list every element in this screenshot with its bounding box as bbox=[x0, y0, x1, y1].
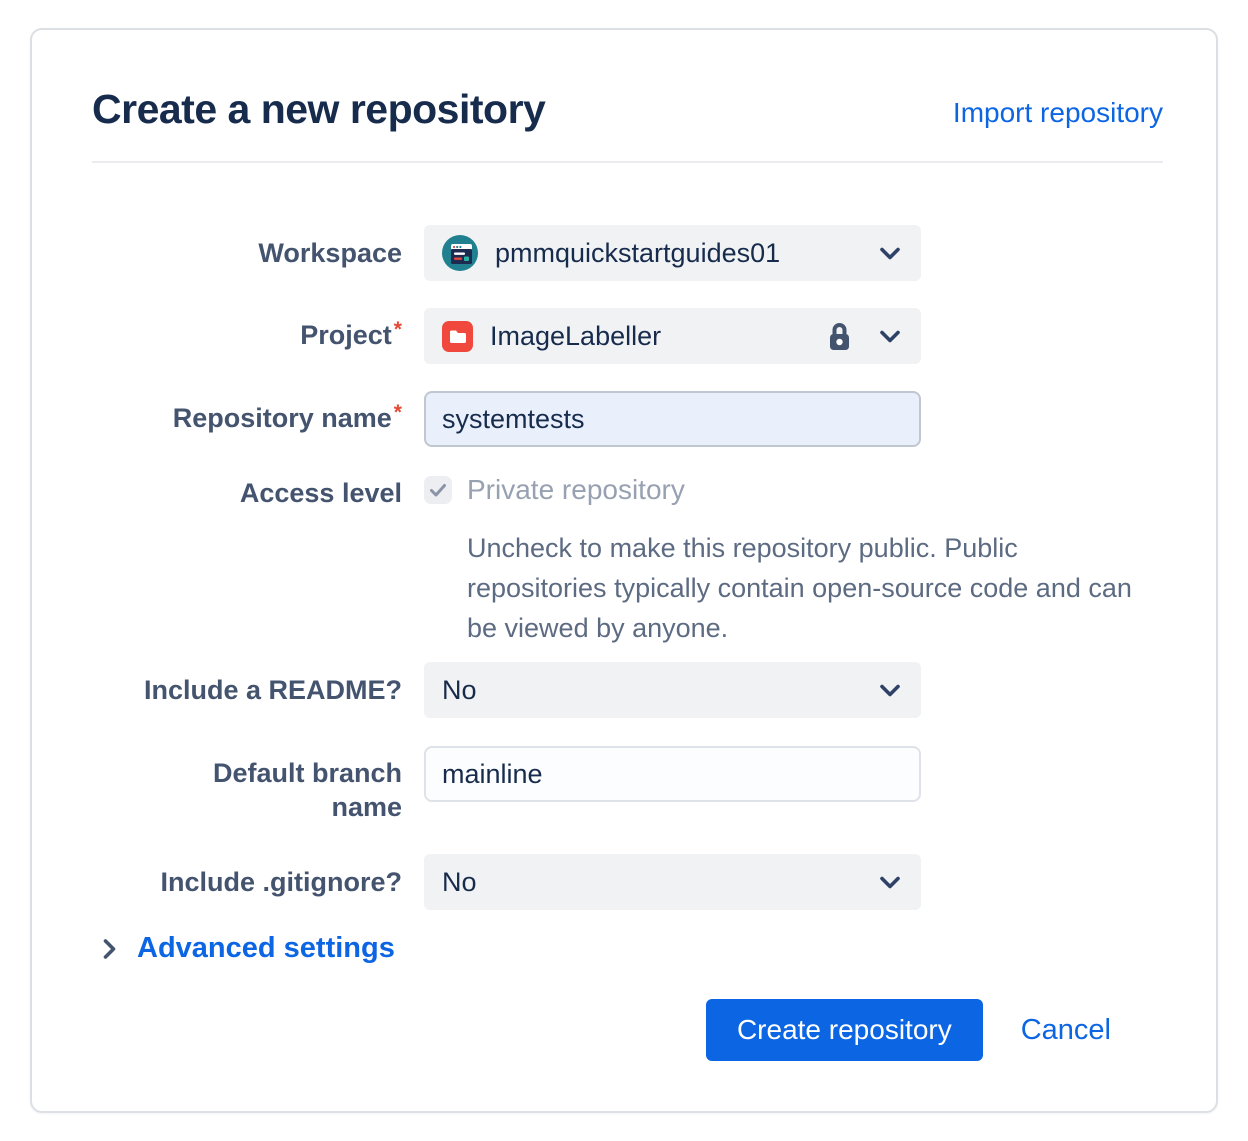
include-gitignore-select[interactable]: No bbox=[424, 854, 921, 910]
include-gitignore-label: Include .gitignore? bbox=[32, 865, 424, 899]
project-folder-icon bbox=[442, 320, 473, 352]
chevron-down-icon bbox=[879, 683, 901, 698]
access-level-help-text: Uncheck to make this repository public. … bbox=[467, 533, 1132, 643]
dialog-actions: Create repository Cancel bbox=[32, 999, 1216, 1061]
advanced-settings-label: Advanced settings bbox=[137, 932, 395, 964]
workspace-select[interactable]: pmmquickstartguides01 bbox=[424, 225, 921, 281]
include-readme-label-text: Include a README? bbox=[143, 675, 402, 705]
include-readme-row: Include a README? No bbox=[32, 662, 1216, 718]
check-icon bbox=[429, 483, 447, 498]
include-readme-value: No bbox=[442, 674, 477, 705]
project-row: Project* ImageLabeller bbox=[32, 308, 1216, 364]
header-divider bbox=[92, 161, 1163, 163]
include-readme-label: Include a README? bbox=[32, 673, 424, 707]
workspace-avatar-icon bbox=[442, 235, 478, 271]
default-branch-label: Default branch name bbox=[32, 746, 424, 824]
include-readme-select[interactable]: No bbox=[424, 662, 921, 718]
include-gitignore-row: Include .gitignore? No bbox=[32, 854, 1216, 910]
cancel-button[interactable]: Cancel bbox=[1020, 1013, 1111, 1046]
dialog-header: Create a new repository Import repositor… bbox=[32, 30, 1216, 133]
default-branch-row: Default branch name bbox=[32, 746, 1216, 824]
access-level-label: Access level bbox=[32, 474, 424, 510]
advanced-settings-toggle[interactable]: Advanced settings bbox=[102, 932, 1216, 965]
workspace-row: Workspace bbox=[32, 225, 1216, 281]
repository-name-label-text: Repository name bbox=[172, 402, 392, 433]
chevron-down-icon bbox=[879, 329, 901, 344]
chevron-down-icon bbox=[879, 246, 901, 261]
private-repository-checkbox[interactable] bbox=[424, 476, 452, 504]
project-label-text: Project bbox=[300, 319, 392, 350]
required-asterisk: * bbox=[393, 317, 402, 341]
repository-name-label: Repository name* bbox=[32, 401, 424, 438]
project-value: ImageLabeller bbox=[490, 320, 662, 351]
project-label: Project* bbox=[32, 318, 424, 355]
lock-icon bbox=[826, 320, 853, 353]
create-repository-dialog: Create a new repository Import repositor… bbox=[30, 28, 1218, 1113]
workspace-label: Workspace bbox=[32, 236, 424, 270]
repository-name-input[interactable] bbox=[424, 391, 921, 447]
chevron-right-icon bbox=[102, 937, 117, 961]
project-select[interactable]: ImageLabeller bbox=[424, 308, 921, 364]
workspace-value: pmmquickstartguides01 bbox=[495, 237, 781, 268]
default-branch-label-text: Default branch name bbox=[212, 758, 402, 822]
import-repository-link[interactable]: Import repository bbox=[952, 97, 1163, 128]
access-level-row: Access level Private repository Uncheck … bbox=[32, 474, 1216, 648]
page-title: Create a new repository bbox=[92, 86, 546, 132]
default-branch-input[interactable] bbox=[424, 746, 921, 802]
required-asterisk: * bbox=[393, 400, 402, 424]
private-repository-label: Private repository bbox=[467, 474, 685, 505]
chevron-down-icon bbox=[879, 875, 901, 890]
repository-name-row: Repository name* bbox=[32, 391, 1216, 447]
create-repository-form: Workspace bbox=[32, 163, 1216, 1061]
workspace-label-text: Workspace bbox=[258, 238, 402, 268]
include-gitignore-label-text: Include .gitignore? bbox=[160, 867, 403, 897]
create-repository-button[interactable]: Create repository bbox=[705, 999, 983, 1061]
access-level-label-text: Access level bbox=[239, 478, 402, 508]
include-gitignore-value: No bbox=[442, 866, 477, 897]
